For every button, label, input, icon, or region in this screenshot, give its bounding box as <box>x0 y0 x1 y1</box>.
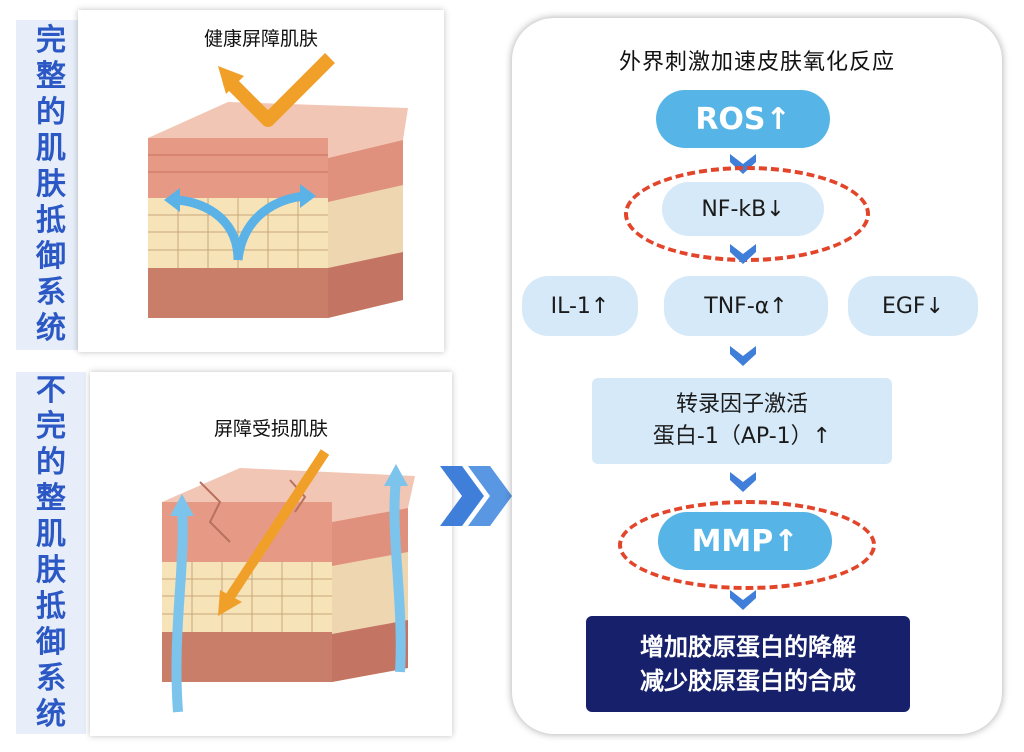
result-line1: 增加胶原蛋白的降解 <box>640 633 856 661</box>
chevron-down-icon <box>730 590 756 610</box>
vertical-label-char: 抵 <box>36 589 66 624</box>
chevron-down-icon <box>730 346 756 366</box>
mmp-highlight-ring <box>618 500 876 590</box>
nfkb-node: NF-kB↓ <box>662 182 824 236</box>
damaged-system-label: 不完的整肌肤抵御系统 <box>16 372 86 734</box>
vertical-label-char: 完 <box>36 409 66 444</box>
chevron-down-icon <box>730 244 756 264</box>
vertical-label-char: 的 <box>36 95 66 130</box>
oxidation-flow-card: 外界刺激加速皮肤氧化反应 ROS↑ NF-kB↓ IL-1↑ TNF-α↑ EG… <box>512 18 1002 734</box>
vertical-label-char: 不 <box>36 373 66 408</box>
vertical-label-char: 完 <box>36 23 66 58</box>
ap1-line2: 蛋白-1（AP-1）↑ <box>652 424 832 449</box>
vertical-label-char: 肌 <box>36 131 66 166</box>
vertical-label-char: 系 <box>36 661 66 696</box>
result-line2: 减少胶原蛋白的合成 <box>640 667 856 695</box>
damaged-skin-panel: 屏障受损肌肤 <box>90 372 452 736</box>
healthy-skin-illustration <box>148 53 408 318</box>
ap1-node: 转录因子激活 蛋白-1（AP-1）↑ <box>592 378 892 464</box>
il1-node: IL-1↑ <box>522 276 638 336</box>
healthy-system-label: 完整的肌肤抵御系统 <box>16 20 86 350</box>
ap1-line1: 转录因子激活 <box>675 392 808 417</box>
vertical-label-char: 抵 <box>36 203 66 238</box>
chevron-down-icon <box>730 472 756 492</box>
ros-node: ROS↑ <box>656 90 830 148</box>
vertical-label-char: 整 <box>36 59 66 94</box>
collagen-result-node: 增加胶原蛋白的降解 减少胶原蛋白的合成 <box>586 616 910 712</box>
healthy-skin-caption: 健康屏障肌肤 <box>203 28 318 50</box>
mmp-node: MMP↑ <box>658 512 832 570</box>
tnf-alpha-node: TNF-α↑ <box>664 276 828 336</box>
vertical-label-char: 御 <box>36 625 66 660</box>
vertical-label-char: 御 <box>36 239 66 274</box>
chevron-down-icon <box>730 154 756 174</box>
damaged-skin-caption: 屏障受损肌肤 <box>213 418 328 440</box>
vertical-label-char: 肤 <box>36 553 66 588</box>
vertical-label-char: 整 <box>36 481 66 516</box>
flow-title: 外界刺激加速皮肤氧化反应 <box>618 50 895 75</box>
vertical-label-char: 统 <box>36 311 66 346</box>
vertical-label-char: 肤 <box>36 167 66 202</box>
damaged-skin-illustration <box>162 449 415 713</box>
vertical-label-char: 系 <box>36 275 66 310</box>
vertical-label-char: 统 <box>36 697 66 732</box>
healthy-skin-panel: 健康屏障肌肤 <box>78 10 444 352</box>
double-chevron-right-icon <box>440 466 512 526</box>
vertical-label-char: 的 <box>36 445 66 480</box>
egf-node: EGF↓ <box>848 276 978 336</box>
vertical-label-char: 肌 <box>36 517 66 552</box>
